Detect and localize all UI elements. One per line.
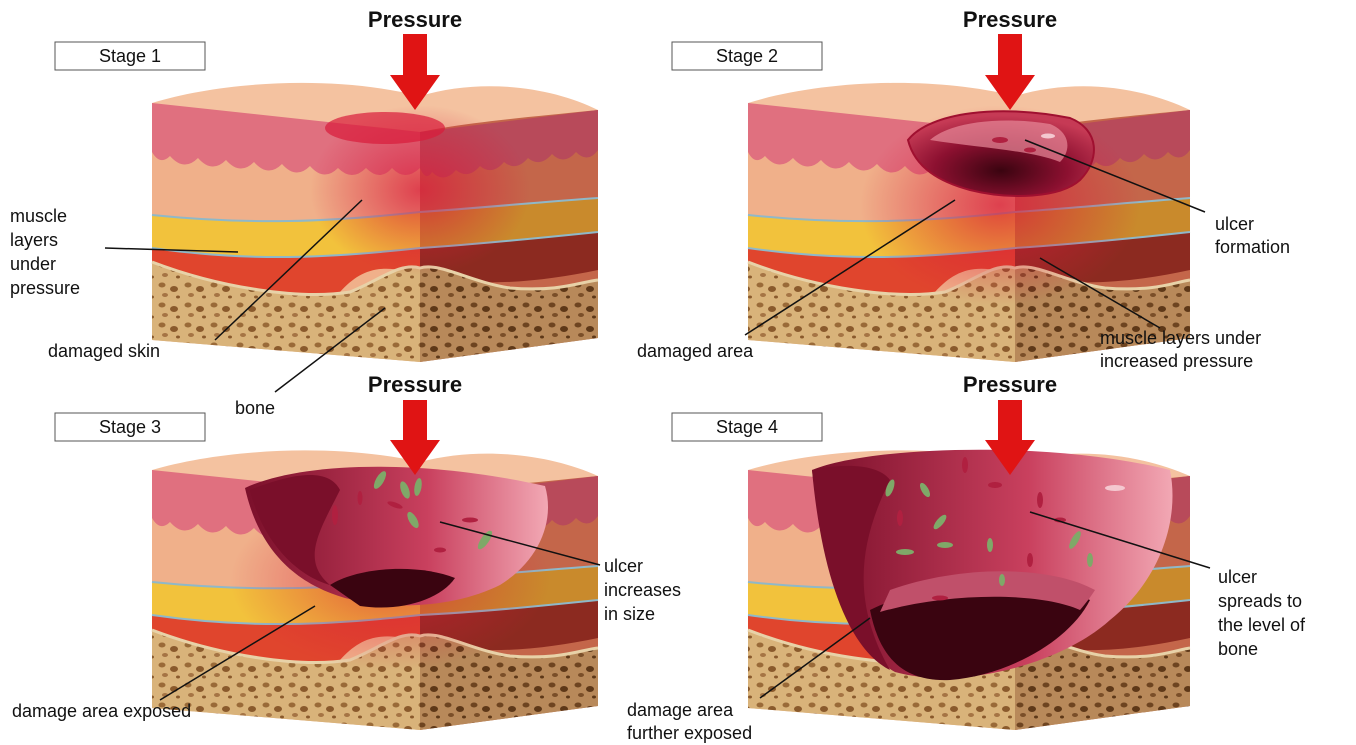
stage-3-pressure-label: Pressure <box>368 372 462 397</box>
stage-4-label-box: Stage 4 <box>672 413 822 441</box>
stage-4-skin-block <box>748 450 1190 730</box>
stage-1-label: Stage 1 <box>99 46 161 66</box>
stage-3-label: Stage 3 <box>99 417 161 437</box>
s3-damage-label: damage area exposed <box>12 701 191 721</box>
stage-1-panel: Stage 1 Pressure muscle layers under pre… <box>10 7 598 418</box>
stage-1-skin-block <box>152 83 598 362</box>
stage-2-panel: Stage 2 Pressure ulcer formation damaged… <box>637 7 1290 371</box>
stage-3-skin-block <box>152 450 598 730</box>
s1-bone-label: bone <box>235 398 275 418</box>
s1-muscle-label: muscle layers under pressure <box>10 206 80 298</box>
s2-ulcer-label: ulcer formation <box>1215 214 1290 257</box>
s4-damage-label: damage area further exposed <box>627 700 752 743</box>
s3-ulcer-label: ulcer increases in size <box>604 556 686 624</box>
s2-muscle-label: muscle layers under increased pressure <box>1100 328 1266 371</box>
s2-damaged-area-label: damaged area <box>637 341 754 361</box>
stage-2-label: Stage 2 <box>716 46 778 66</box>
stage-2-skin-block <box>748 83 1190 362</box>
stage-4-label: Stage 4 <box>716 417 778 437</box>
stage-4-pressure-label: Pressure <box>963 372 1057 397</box>
stage-1-label-box: Stage 1 <box>55 42 205 70</box>
stage-3-panel: Stage 3 Pressure ulcer increases in size… <box>12 372 686 730</box>
stage-3-label-box: Stage 3 <box>55 413 205 441</box>
stage-4-panel: Stage 4 Pressure ulcer spreads to the le… <box>627 372 1310 743</box>
s4-ulcer-label: ulcer spreads to the level of bone <box>1218 567 1310 659</box>
s1-damaged-skin-label: damaged skin <box>48 341 160 361</box>
stage-1-pressure-label: Pressure <box>368 7 462 32</box>
stage-2-pressure-label: Pressure <box>963 7 1057 32</box>
stage-2-label-box: Stage 2 <box>672 42 822 70</box>
